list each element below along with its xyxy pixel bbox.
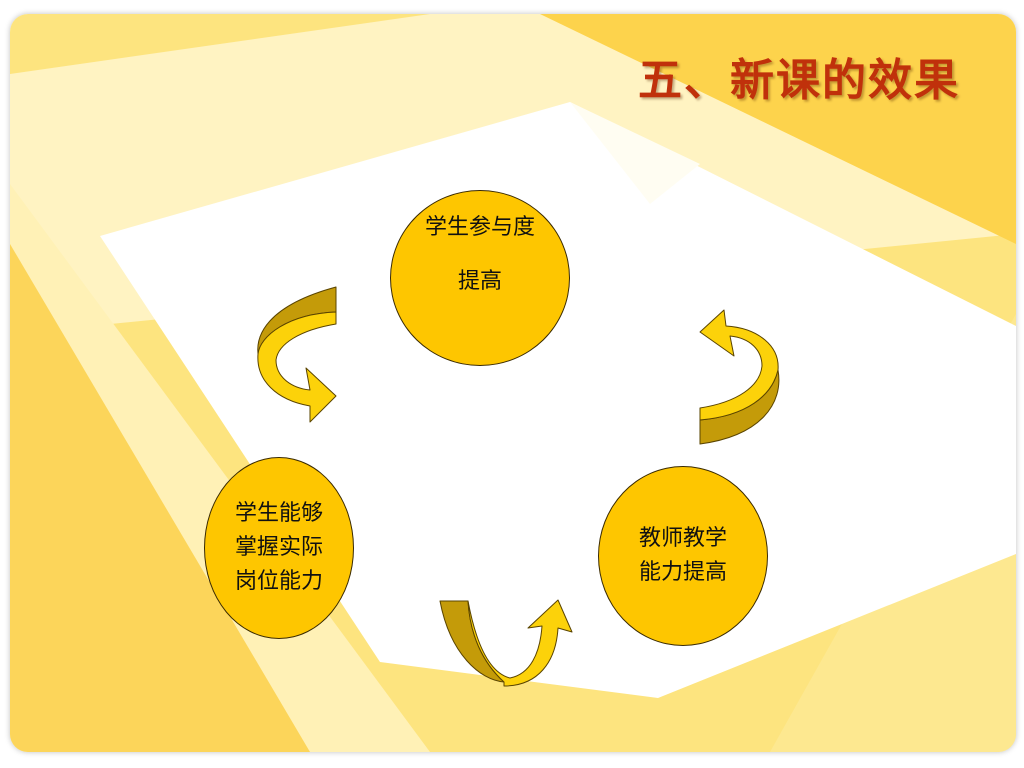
background-white-tip — [570, 102, 700, 204]
node-skills: 学生能够 掌握实际 岗位能力 — [204, 457, 354, 639]
node-participation-text: 学生参与度 提高 — [425, 201, 535, 309]
node-skills-text: 学生能够 掌握实际 岗位能力 — [235, 497, 323, 599]
node-skills-line-1: 学生能够 — [234, 501, 323, 526]
cycle-arrows — [257, 286, 780, 687]
slide-title: 五、新课的效果 — [638, 55, 960, 106]
node-participation: 学生参与度 提高 — [390, 190, 570, 366]
curved-arrow-icon — [257, 286, 337, 423]
node-teaching-text: 教师教学 能力提高 — [639, 522, 727, 590]
node-participation-line-2: 提高 — [457, 269, 502, 294]
node-skills-line-3: 岗位能力 — [234, 569, 323, 594]
node-skills-line-2: 掌握实际 — [234, 535, 323, 560]
node-teaching: 教师教学 能力提高 — [598, 466, 768, 646]
background-deep-corner — [540, 14, 1016, 244]
arrow-right-front — [699, 309, 779, 421]
arrow-left-front — [257, 311, 337, 423]
curved-arrow-icon — [699, 309, 780, 445]
curved-arrow-icon — [439, 599, 573, 687]
node-teaching-line-1: 教师教学 — [638, 526, 727, 551]
arrow-bottom-front — [467, 599, 573, 687]
node-participation-line-1: 学生参与度 — [424, 215, 535, 240]
slide: 五、新课的效果 学生参与度 提高 学生能够 掌握实际 岗位能力 教师教学 能力提… — [10, 14, 1016, 752]
background-deep-wedge — [10, 244, 310, 752]
node-teaching-line-2: 能力提高 — [638, 560, 727, 585]
